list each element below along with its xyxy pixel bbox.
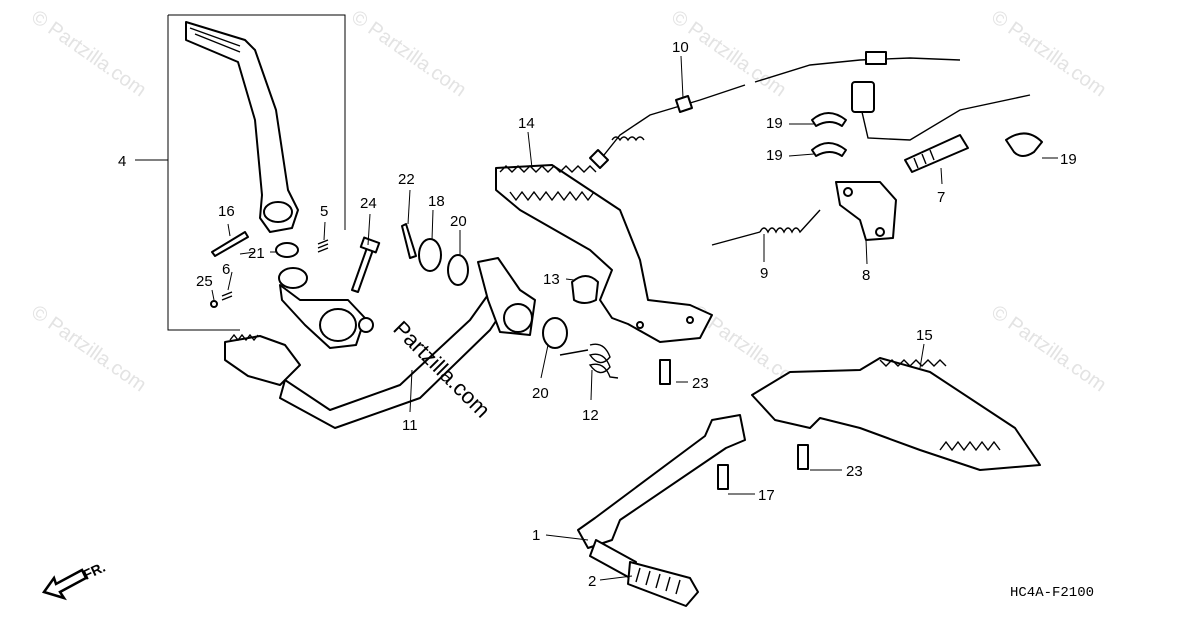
part-label-14: 14 — [518, 115, 535, 132]
watermark: © Partzilla.com — [347, 6, 470, 101]
part-label-22: 22 — [398, 171, 415, 188]
part-label-4: 4 — [118, 153, 126, 170]
front-label: FR. — [81, 559, 108, 583]
part-label-20: 20 — [450, 213, 467, 230]
watermark: © Partzilla.com — [987, 6, 1110, 101]
part-label-19: 19 — [766, 147, 783, 164]
part-label-7: 7 — [937, 189, 945, 206]
part-label-6: 6 — [222, 261, 230, 278]
part-label-18: 18 — [428, 193, 445, 210]
part-label-8: 8 — [862, 267, 870, 284]
bolts — [659, 359, 809, 490]
part-label-12: 12 — [582, 407, 599, 424]
kick-starter-group-box — [135, 14, 346, 331]
part-label-2: 2 — [588, 573, 596, 590]
part-label-17: 17 — [758, 487, 775, 504]
part-label-21: 21 — [248, 245, 265, 262]
part-label-15: 15 — [916, 327, 933, 344]
part-label-5: 5 — [320, 203, 328, 220]
part-label-23: 23 — [846, 463, 863, 480]
part-labels: 4 16 5 21 25 6 24 22 18 20 11 20 12 13 1… — [118, 39, 1077, 590]
front-arrow-icon — [41, 568, 88, 601]
part-label-24: 24 — [360, 195, 377, 212]
cable-clamps — [811, 112, 1043, 157]
part-label-1: 1 — [532, 527, 540, 544]
part-label-19: 19 — [1060, 151, 1077, 168]
part-label-11: 11 — [402, 417, 418, 434]
part-label-16: 16 — [218, 203, 235, 220]
part-label-23: 23 — [692, 375, 709, 392]
part-label-19: 19 — [766, 115, 783, 132]
watermark: © Partzilla.com — [987, 301, 1110, 396]
leader-lines — [211, 55, 1058, 581]
kick-starter-arm — [185, 21, 299, 233]
part-label-20: 20 — [532, 385, 549, 402]
brake-switch-cable — [589, 51, 961, 169]
part-label-25: 25 — [196, 273, 213, 290]
brake-switch — [851, 81, 1031, 173]
front-direction-indicator: FR. — [41, 559, 108, 601]
diagram-code: HC4A-F2100 — [1010, 585, 1094, 601]
left-footpeg — [495, 164, 713, 343]
part-label-13: 13 — [543, 271, 560, 288]
brake-pedal — [224, 257, 536, 429]
watermark: © Partzilla.com — [27, 301, 150, 396]
gear-shift-pedal — [577, 414, 746, 607]
right-footpeg — [751, 357, 1041, 471]
return-spring — [559, 275, 619, 379]
kick-starter-boss — [278, 267, 374, 349]
switch-bracket — [835, 181, 897, 241]
kick-small-parts — [210, 231, 329, 308]
switch-spring — [711, 209, 821, 246]
part-label-9: 9 — [760, 265, 768, 282]
watermark: © Partzilla.com — [27, 6, 150, 101]
pivot-small-parts — [351, 223, 568, 349]
part-label-10: 10 — [672, 39, 689, 56]
